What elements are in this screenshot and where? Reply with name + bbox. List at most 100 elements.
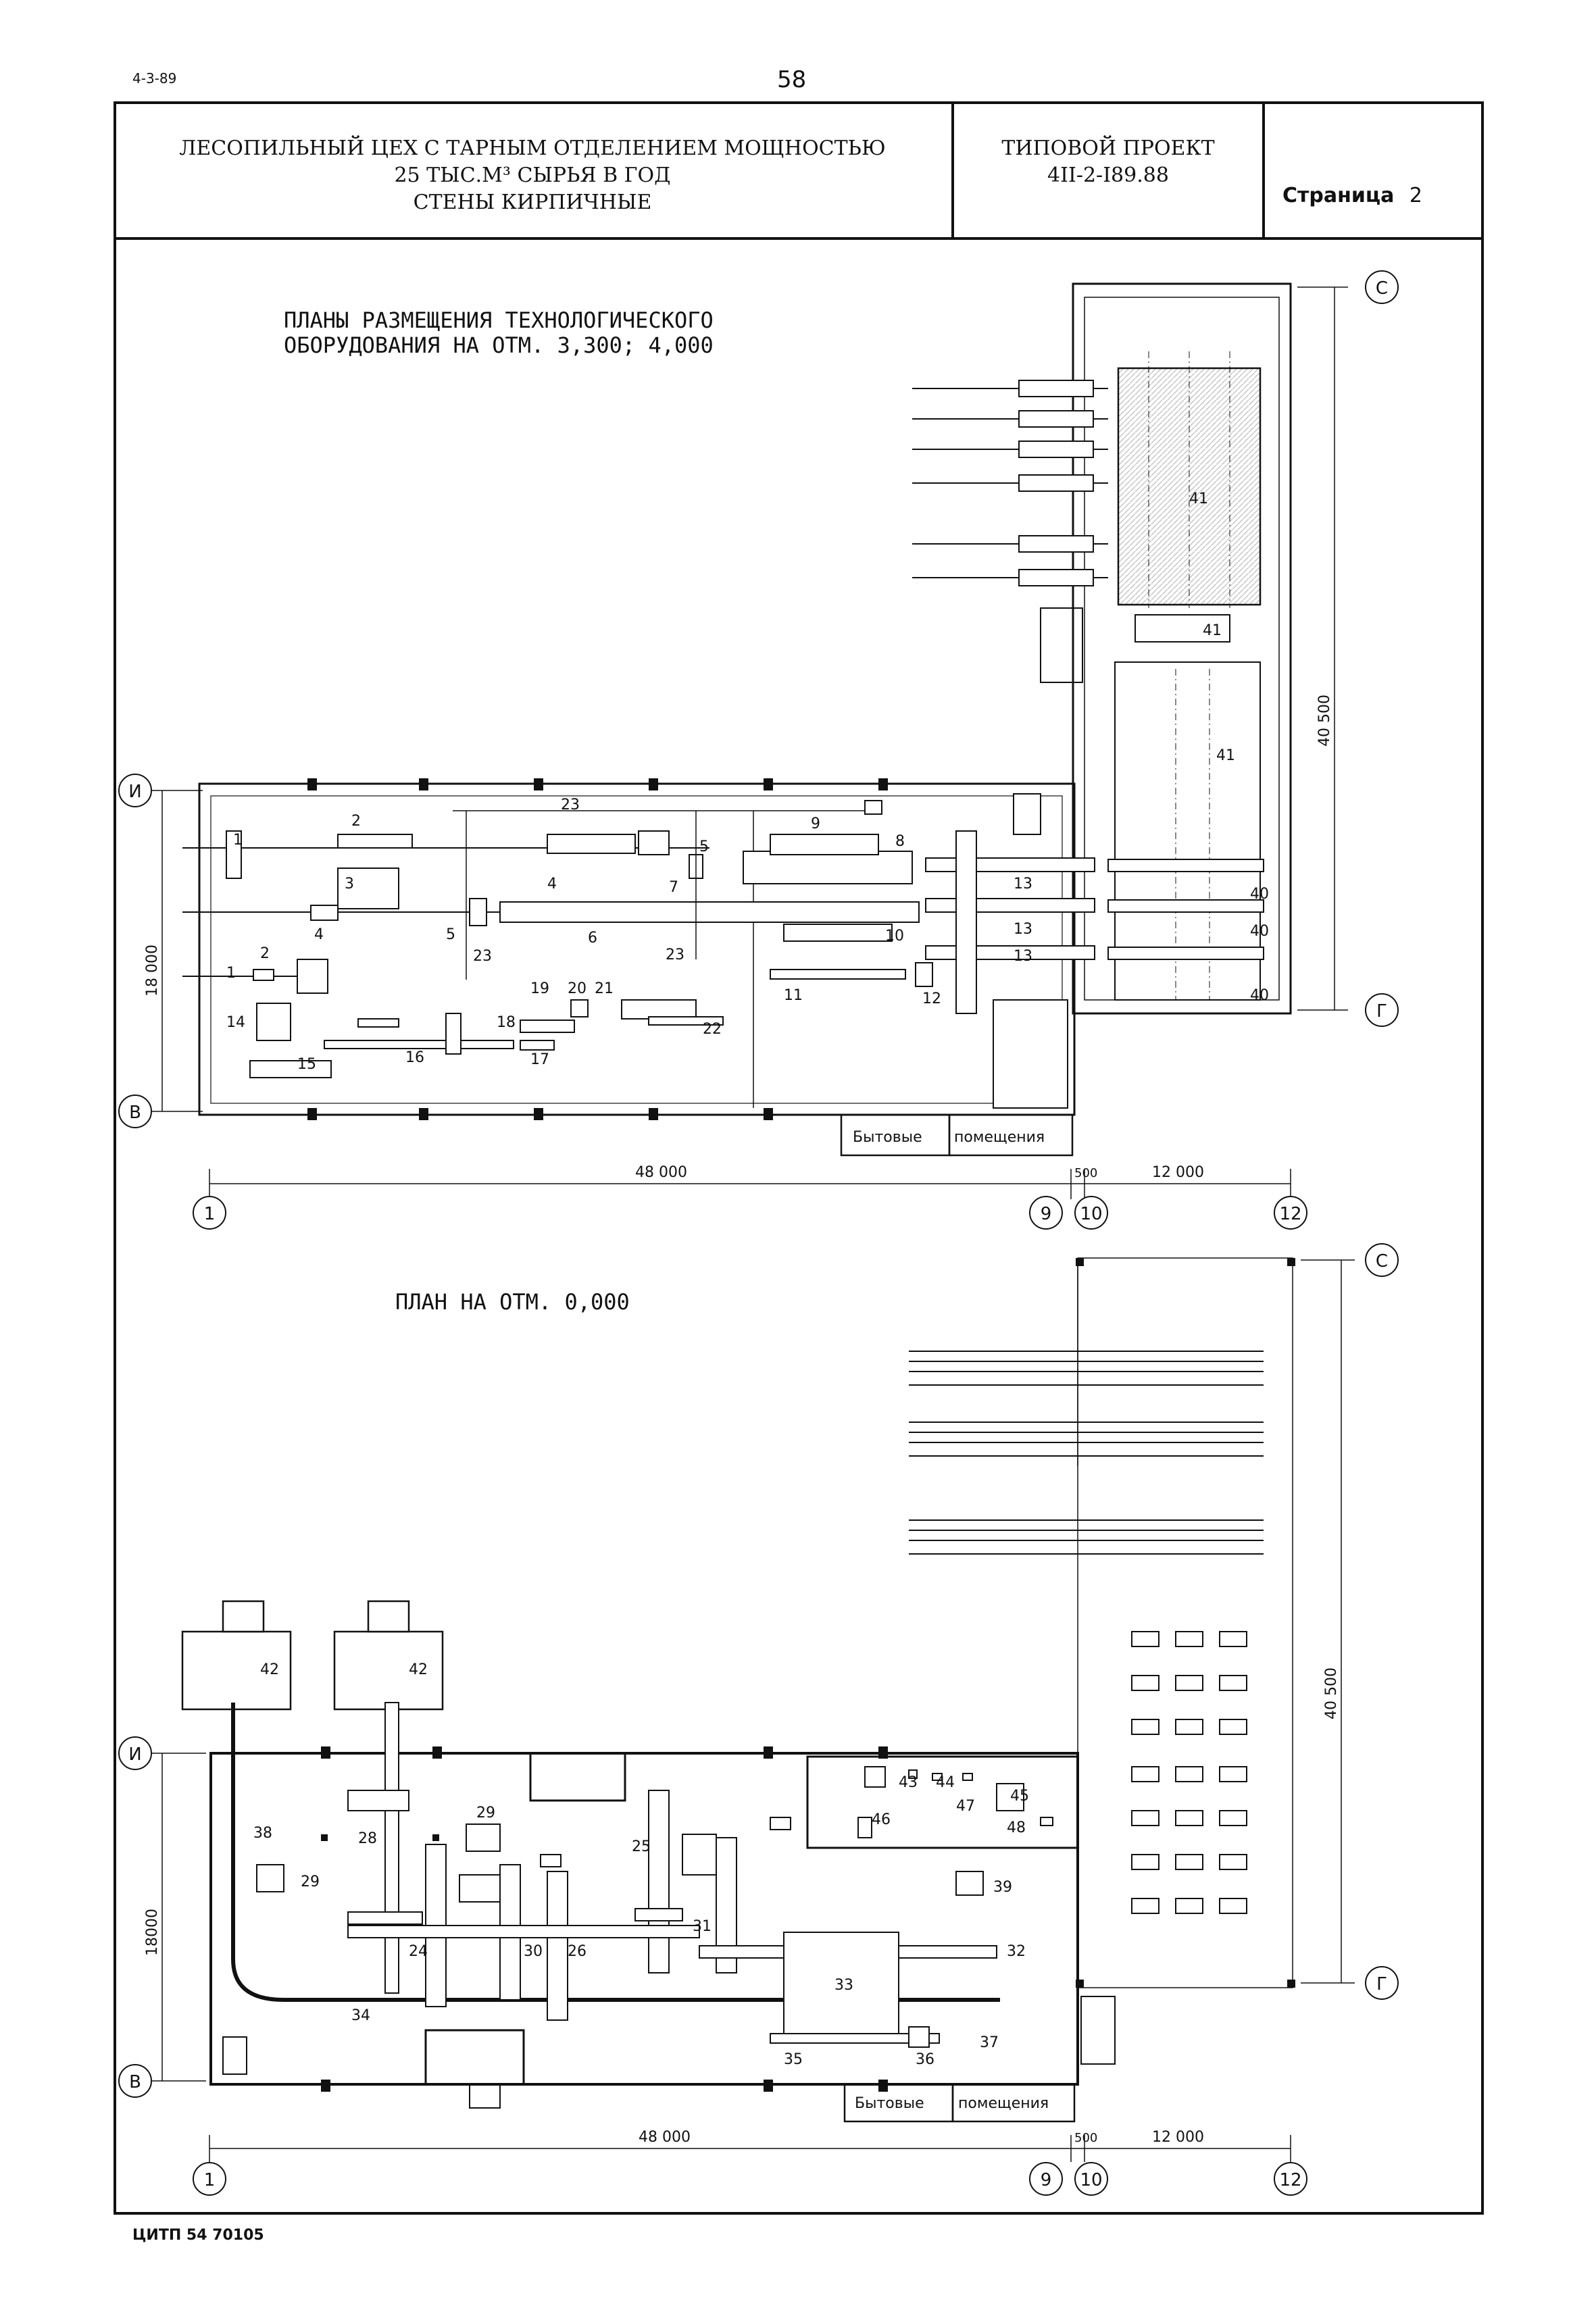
svg-text:40: 40 [1250,987,1269,1004]
bottom-axis-row-mid: Г [1376,1974,1387,1994]
page-value: 2 [1409,184,1422,207]
top-dim-width-annex: 12 000 [1152,1164,1204,1181]
bottom-dim-height-annex: 40 500 [1323,1667,1340,1719]
cyclones [181,1600,444,1711]
bottom-dim-gap: 500 [1074,2131,1097,2145]
svg-text:48: 48 [1007,1819,1026,1836]
svg-text:32: 32 [1007,1943,1026,1960]
svg-text:40: 40 [1250,886,1269,903]
svg-text:5: 5 [446,926,455,943]
title-line-1: ЛЕСОПИЛЬНЫЙ ЦЕХ С ТАРНЫМ ОТДЕЛЕНИЕМ МОЩН… [179,136,886,160]
svg-text:24: 24 [409,1943,428,1960]
top-axis-row-bottom: В [129,1103,141,1123]
svg-text:3: 3 [345,876,354,892]
svg-text:40: 40 [1250,923,1269,940]
bottom-axis-row-far-top: С [1376,1251,1388,1272]
svg-text:41: 41 [1189,491,1208,507]
bottom-axis-row-bottom: В [129,2072,141,2092]
svg-text:42: 42 [409,1661,428,1678]
svg-text:44: 44 [936,1774,955,1791]
top-axis-col9: 9 [1041,1204,1052,1224]
top-axis-col10: 10 [1080,1204,1102,1224]
bottom-dimensions [152,1259,1355,2162]
svg-text:25: 25 [632,1838,651,1855]
svg-text:2: 2 [351,813,361,830]
bottom-annex-conveyors [909,1351,1264,1555]
top-room-right: помещения [954,1129,1045,1146]
svg-text:23: 23 [561,797,580,813]
svg-text:38: 38 [253,1825,272,1842]
svg-text:13: 13 [1014,948,1032,965]
svg-text:14: 14 [226,1014,245,1031]
project-label: ТИПОВОЙ ПРОЕКТ [1001,136,1215,160]
bottom-equipment [231,1702,1053,2048]
bottom-axis-col1: 1 [204,2170,216,2190]
svg-text:4: 4 [314,926,324,943]
top-axis-row-top: И [128,782,141,802]
svg-text:23: 23 [666,947,684,963]
bottom-axis-row-top: И [128,1744,141,1765]
svg-text:6: 6 [588,930,597,947]
svg-text:1: 1 [226,965,236,982]
svg-text:41: 41 [1203,622,1222,639]
bottom-annex-stacks [1131,1631,1247,1914]
svg-text:37: 37 [980,2034,999,2051]
svg-text:26: 26 [568,1943,587,1960]
svg-text:42: 42 [260,1661,279,1678]
svg-text:45: 45 [1010,1788,1029,1805]
footer-code: ЦИТП 54 70105 [132,2227,264,2244]
svg-text:10: 10 [885,928,904,945]
page-cell: Страница 2 [1282,184,1422,207]
title-line-3: СТЕНЫ КИРПИЧНЫЕ [413,191,652,214]
top-equipment [182,793,1264,1109]
top-dim-height-main: 18 000 [144,945,161,997]
bottom-axis-col9: 9 [1041,2170,1052,2190]
svg-text:41: 41 [1216,747,1235,764]
svg-text:43: 43 [899,1774,918,1791]
top-axis-col12: 12 [1279,1204,1301,1224]
project-number: 4II-2-I89.88 [1047,164,1169,187]
svg-text:23: 23 [473,948,492,965]
bottom-axis-col12: 12 [1279,2170,1301,2190]
title-block: ЛЕСОПИЛЬНЫЙ ЦЕХ С ТАРНЫМ ОТДЕЛЕНИЕМ МОЩН… [114,101,1484,240]
svg-text:29: 29 [476,1805,495,1821]
bottom-main-hall [209,1752,1116,2109]
top-axis-col1: 1 [204,1204,216,1224]
svg-text:47: 47 [956,1798,975,1815]
svg-text:18: 18 [497,1014,516,1031]
svg-text:7: 7 [669,879,678,896]
title-block-name: ЛЕСОПИЛЬНЫЙ ЦЕХ С ТАРНЫМ ОТДЕЛЕНИЕМ МОЩН… [114,135,951,216]
top-plan-title-1: ПЛАНЫ РАЗМЕЩЕНИЯ ТЕХНОЛОГИЧЕСКОГО [284,307,714,333]
bottom-plan-title: ПЛАН НА ОТМ. 0,000 [395,1289,630,1315]
top-axis-row-far-top: С [1376,278,1388,299]
project-id: ТИПОВОЙ ПРОЕКТ 4II-2-I89.88 [954,135,1262,189]
svg-text:31: 31 [693,1918,712,1935]
bottom-room-left: Бытовые [855,2095,924,2112]
bottom-room-right: помещения [958,2095,1049,2112]
svg-text:22: 22 [703,1021,722,1038]
svg-text:2: 2 [260,945,270,962]
top-axis-row-mid: Г [1376,1001,1387,1022]
bottom-dim-width-annex: 12 000 [1152,2129,1204,2146]
svg-text:39: 39 [993,1879,1012,1896]
svg-text:28: 28 [358,1830,377,1847]
top-dim-width-main: 48 000 [635,1164,687,1181]
top-room-left: Бытовые [853,1129,922,1146]
page-label: Страница [1282,184,1395,207]
svg-text:9: 9 [811,815,820,832]
svg-text:15: 15 [297,1056,316,1073]
top-dimensions [152,286,1348,1199]
svg-text:4: 4 [547,876,557,892]
bottom-dim-width-main: 48 000 [639,2129,691,2146]
svg-text:29: 29 [301,1873,320,1890]
title-line-2: 25 ТЫС.М³ СЫРЬЯ В ГОД [394,164,671,187]
svg-text:12: 12 [922,990,941,1007]
svg-text:1: 1 [233,832,243,849]
svg-text:5: 5 [699,838,709,855]
page-number: 58 [777,66,807,93]
svg-text:13: 13 [1014,921,1032,938]
svg-text:11: 11 [784,987,803,1004]
